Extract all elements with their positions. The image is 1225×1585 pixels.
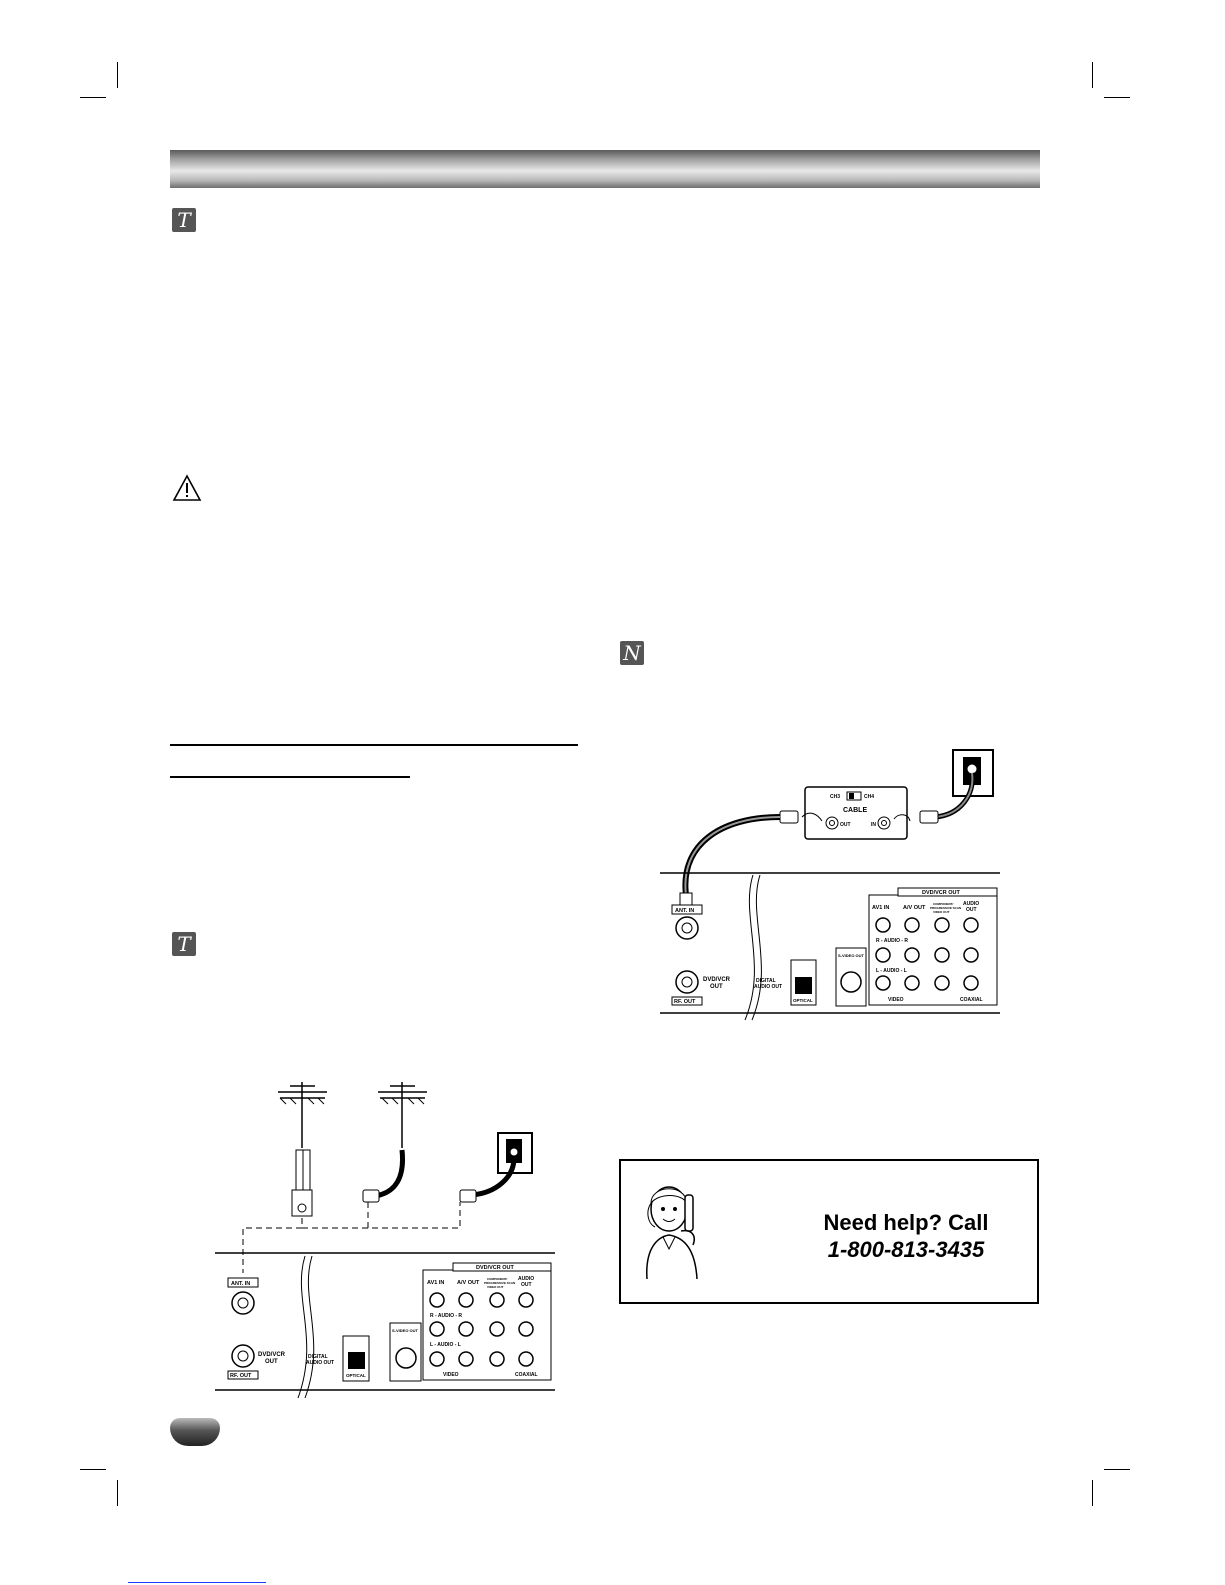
switch-label-left: CH3: [830, 794, 840, 800]
crop-mark: [80, 1469, 106, 1470]
tip-icon: T: [172, 208, 196, 232]
help-heading: Need help? Call: [823, 1210, 989, 1235]
svg-text:VIDEO OUT: VIDEO OUT: [933, 910, 950, 914]
svg-text:VIDEO: VIDEO: [888, 997, 904, 1003]
svg-text:A/V OUT: A/V OUT: [457, 1280, 480, 1286]
page-number-tab: [170, 1418, 220, 1446]
svg-text:OUT: OUT: [840, 822, 851, 828]
svg-text:L - AUDIO - L: L - AUDIO - L: [430, 1342, 461, 1348]
svg-text:AV1 IN: AV1 IN: [427, 1280, 444, 1286]
antenna-connection-diagram: ANT. IN DVD/VCR OUT RF. OUT DIGITAL AUDI…: [215, 1082, 555, 1399]
heading-underline: [170, 776, 410, 778]
svg-text:OUT: OUT: [710, 984, 723, 990]
antenna-icon: [278, 1082, 327, 1148]
svg-text:DIGITAL: DIGITAL: [756, 978, 776, 984]
warning-triangle-icon: [172, 474, 202, 501]
svg-text:IN: IN: [871, 822, 876, 828]
svg-text:AV1 IN: AV1 IN: [872, 905, 889, 911]
svg-text:AUDIO: AUDIO: [963, 901, 979, 907]
svg-text:OUT: OUT: [521, 1282, 532, 1288]
svg-text:DIGITAL: DIGITAL: [308, 1354, 328, 1360]
svg-text:ANT. IN: ANT. IN: [675, 908, 694, 914]
svg-text:OUT: OUT: [966, 907, 977, 913]
svg-text:PROGRESSIVE SCAN: PROGRESSIVE SCAN: [930, 906, 961, 910]
svg-text:DVD/VCR: DVD/VCR: [258, 1352, 286, 1358]
svg-text:R - AUDIO - R: R - AUDIO - R: [876, 938, 908, 944]
svg-text:COAXIAL: COAXIAL: [515, 1372, 538, 1378]
svg-text:S-VIDEO OUT: S-VIDEO OUT: [838, 953, 865, 958]
heading-underline: [170, 744, 578, 746]
person-on-phone-illustration: [646, 1186, 698, 1280]
bottom-link-underline[interactable]: [128, 1582, 266, 1583]
help-text: Need help? Call 1-800-813-3435: [771, 1209, 1041, 1263]
svg-text:A/V OUT: A/V OUT: [903, 905, 926, 911]
svg-text:VIDEO OUT: VIDEO OUT: [487, 1285, 504, 1289]
svg-text:DVD/VCR: DVD/VCR: [703, 977, 731, 983]
crop-mark: [1092, 1480, 1093, 1506]
help-callout-box: Need help? Call 1-800-813-3435: [619, 1159, 1039, 1304]
section-title-bar: [170, 150, 1040, 188]
cable-box-label: CABLE: [843, 807, 867, 814]
svg-text:OPTICAL: OPTICAL: [793, 998, 813, 1003]
help-phone-number: 1-800-813-3435: [827, 1237, 985, 1262]
antenna-icon: [378, 1082, 427, 1148]
svg-text:OUT: OUT: [265, 1359, 278, 1365]
svg-text:L - AUDIO - L: L - AUDIO - L: [876, 968, 907, 974]
svg-text:COMPONENT/: COMPONENT/: [933, 902, 954, 906]
svg-text:DVD/VCR OUT: DVD/VCR OUT: [922, 890, 961, 896]
svg-text:AUDIO OUT: AUDIO OUT: [306, 1360, 334, 1366]
crop-mark: [117, 62, 118, 88]
svg-text:S-VIDEO OUT: S-VIDEO OUT: [392, 1328, 419, 1333]
tip-icon-2: T: [172, 932, 196, 956]
svg-text:RF. OUT: RF. OUT: [230, 1373, 252, 1379]
crop-mark: [1104, 1469, 1130, 1470]
svg-text:VIDEO: VIDEO: [443, 1372, 459, 1378]
svg-text:COAXIAL: COAXIAL: [960, 997, 983, 1003]
svg-text:R - AUDIO - R: R - AUDIO - R: [430, 1313, 462, 1319]
svg-text:DVD/VCR OUT: DVD/VCR OUT: [476, 1265, 515, 1271]
cable-box-connection-diagram: CH3 CH4 CABLE OUT IN ANT. IN DVD/VCR OUT…: [660, 749, 1000, 1021]
svg-text:RF. OUT: RF. OUT: [674, 999, 696, 1005]
crop-mark: [1092, 62, 1093, 88]
svg-text:COMPONENT/: COMPONENT/: [487, 1277, 508, 1281]
switch-label-right: CH4: [864, 794, 874, 800]
crop-mark: [117, 1480, 118, 1506]
crop-mark: [1104, 97, 1130, 98]
svg-text:ANT. IN: ANT. IN: [231, 1281, 250, 1287]
svg-text:AUDIO OUT: AUDIO OUT: [754, 984, 782, 990]
note-icon: N: [620, 641, 644, 665]
crop-mark: [80, 97, 106, 98]
svg-text:OPTICAL: OPTICAL: [346, 1373, 366, 1378]
svg-text:PROGRESSIVE SCAN: PROGRESSIVE SCAN: [484, 1281, 515, 1285]
svg-text:AUDIO: AUDIO: [518, 1276, 534, 1282]
